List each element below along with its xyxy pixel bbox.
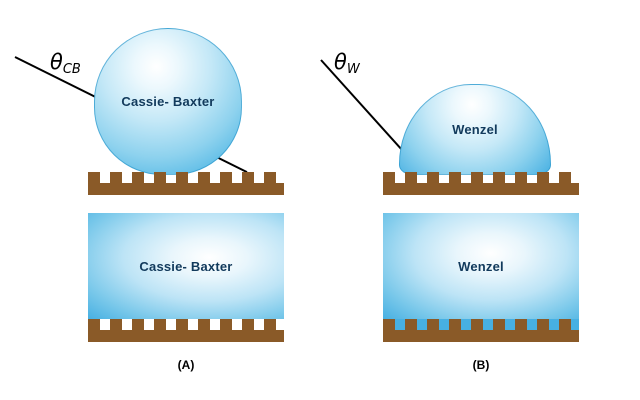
substrate-base [88,183,284,195]
substrate-base [383,183,579,195]
textured-substrate-a-top [88,172,284,195]
textured-substrate-a-bottom [88,319,284,342]
textured-substrate-b-top [383,172,579,195]
theta-subscript: CB [62,62,81,77]
substrate-base [383,330,579,342]
theta-w-label: θW [334,50,360,77]
cassie-baxter-droplet: Cassie- Baxter [94,28,242,175]
substrate-base [88,330,284,342]
caption-b: (B) [472,358,490,372]
cassie-baxter-liquid-block: Cassie- Baxter [88,213,284,319]
caption-a: (A) [177,358,195,372]
block-label: Wenzel [458,258,504,274]
wenzel-liquid-block: Wenzel [383,213,579,319]
droplet-label: Wenzel [452,122,498,137]
theta-symbol: θ [334,50,347,74]
theta-symbol: θ [50,50,63,74]
substrate-teeth-air-gaps [88,319,284,330]
wenzel-droplet: Wenzel [399,84,551,175]
theta-cb-label: θCB [50,50,81,77]
textured-substrate-b-bottom [383,319,579,342]
substrate-teeth-air-gaps [383,172,579,183]
droplet-label: Cassie- Baxter [121,94,215,109]
substrate-teeth-air-gaps [88,172,284,183]
block-label: Cassie- Baxter [139,258,233,274]
substrate-teeth-liquid-filled [383,319,579,330]
theta-subscript: W [346,62,360,77]
